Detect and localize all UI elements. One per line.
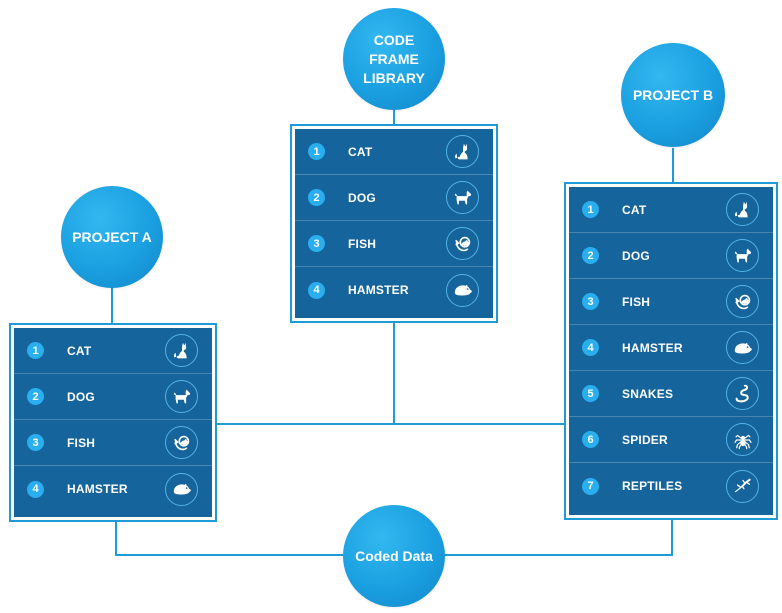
fish-icon xyxy=(726,285,759,318)
lizard-icon xyxy=(726,469,759,503)
item-number-badge: 3 xyxy=(27,434,44,451)
item-label: CAT xyxy=(67,343,92,358)
item-number-badge: 7 xyxy=(582,477,599,495)
item-label: FISH xyxy=(67,435,96,450)
project-a-to-coded-data xyxy=(115,521,347,556)
list-item: 1 CAT xyxy=(295,129,493,175)
list-item: 3 FISH xyxy=(14,420,212,466)
list-item: 5 SNAKES xyxy=(569,371,773,417)
project-a-title-circle: PROJECT A xyxy=(61,186,163,288)
item-label: CAT xyxy=(348,144,373,159)
item-number-badge: 4 xyxy=(308,281,325,299)
item-label: CAT xyxy=(622,202,647,217)
item-number-badge: 3 xyxy=(308,235,325,252)
cat-icon xyxy=(446,135,479,168)
project-b-title: PROJECT B xyxy=(632,86,714,103)
list-item: 3 FISH xyxy=(569,279,773,325)
project-b-to-coded-data xyxy=(441,519,673,556)
item-number-badge: 2 xyxy=(582,247,599,264)
list-item: 1 CAT xyxy=(14,328,212,374)
item-number-badge: 1 xyxy=(308,143,325,160)
item-number-badge: 1 xyxy=(27,342,44,359)
list-item: 2 DOG xyxy=(569,233,773,279)
item-label: SNAKES xyxy=(622,386,674,401)
list-item: 4 HAMSTER xyxy=(14,466,212,512)
snake-icon xyxy=(726,377,759,410)
coded-data-circle: Coded Data xyxy=(343,505,445,607)
project-a-title: PROJECT A xyxy=(72,228,152,245)
list-item: 1 CAT xyxy=(569,187,773,233)
project-a-list: 1 CAT 2 DOG 3 FISH 4 HAMSTER xyxy=(14,328,212,517)
item-label: DOG xyxy=(348,190,376,205)
dog-icon xyxy=(726,239,759,272)
list-item: 2 DOG xyxy=(14,374,212,420)
project-b-list: 1 CAT 2 DOG 3 FISH 4 HAMSTER 5 SNAKES 6 SPIDER 7 REPT… xyxy=(569,187,773,515)
item-number-badge: 3 xyxy=(582,293,599,310)
item-number-badge: 4 xyxy=(27,480,44,498)
item-label: REPTILES xyxy=(622,479,683,493)
list-item: 3 FISH xyxy=(295,221,493,267)
item-number-badge: 4 xyxy=(582,339,599,356)
item-number-badge: 1 xyxy=(582,201,599,218)
cat-icon xyxy=(165,334,198,367)
item-number-badge: 6 xyxy=(582,431,599,448)
spider-icon xyxy=(726,423,759,456)
item-number-badge: 2 xyxy=(308,189,325,206)
fish-icon xyxy=(165,426,198,459)
list-item: 6 SPIDER xyxy=(569,417,773,463)
item-label: HAMSTER xyxy=(67,482,128,496)
project-b-title-circle: PROJECT B xyxy=(621,43,725,147)
library-title-circle: CODE FRAME LIBRARY xyxy=(343,8,445,110)
hamster-icon xyxy=(726,331,759,364)
item-label: DOG xyxy=(622,248,650,263)
item-label: DOG xyxy=(67,389,95,404)
project-a-panel: 1 CAT 2 DOG 3 FISH 4 HAMSTER xyxy=(9,323,217,522)
project-b-panel: 1 CAT 2 DOG 3 FISH 4 HAMSTER 5 SNAKES 6 SPIDER 7 REPT… xyxy=(564,182,778,520)
item-label: HAMSTER xyxy=(622,340,683,355)
cat-icon xyxy=(726,193,759,226)
item-label: HAMSTER xyxy=(348,283,409,297)
dog-icon xyxy=(446,181,479,214)
library-title: CODE FRAME LIBRARY xyxy=(363,31,425,86)
list-item: 2 DOG xyxy=(295,175,493,221)
hamster-icon xyxy=(446,273,479,307)
list-item: 4 HAMSTER xyxy=(295,267,493,313)
list-item: 7 REPTILES xyxy=(569,463,773,509)
coded-data-title: Coded Data xyxy=(355,547,433,564)
list-item: 4 HAMSTER xyxy=(569,325,773,371)
item-number-badge: 5 xyxy=(582,385,599,402)
item-label: SPIDER xyxy=(622,432,668,447)
fish-icon xyxy=(446,227,479,260)
library-list: 1 CAT 2 DOG 3 FISH 4 HAMSTER xyxy=(295,129,493,318)
hamster-icon xyxy=(165,472,198,506)
item-number-badge: 2 xyxy=(27,388,44,405)
item-label: FISH xyxy=(348,236,377,251)
library-panel: 1 CAT 2 DOG 3 FISH 4 HAMSTER xyxy=(290,124,498,323)
item-label: FISH xyxy=(622,294,651,309)
dog-icon xyxy=(165,380,198,413)
